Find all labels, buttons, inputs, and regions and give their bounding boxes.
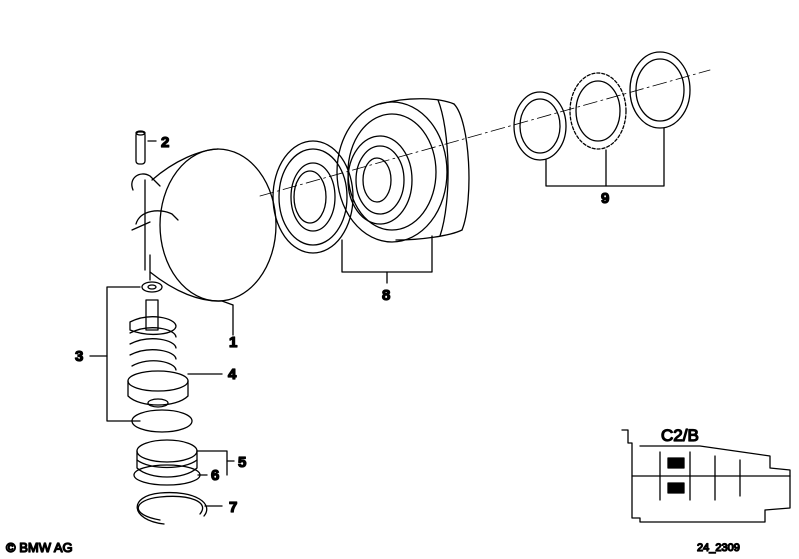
callout-3-bracket: [106, 286, 141, 422]
clutch-drum-part[interactable]: [336, 98, 470, 243]
callout-8: 8: [382, 287, 390, 304]
gearbox-inset-drawing: [621, 429, 791, 523]
brake-band-part[interactable]: [131, 148, 277, 336]
pin-part[interactable]: [135, 130, 157, 165]
callout-2: 2: [161, 134, 169, 151]
needle-bearing-part[interactable]: [569, 72, 627, 150]
callout-5: 5: [238, 454, 246, 471]
callout-7: 7: [229, 499, 237, 516]
callout-1: 1: [229, 334, 237, 351]
callout-5-bracket: [196, 450, 228, 476]
piston-part[interactable]: [136, 439, 198, 478]
callout-6: 6: [211, 467, 219, 484]
callout-4: 4: [228, 366, 237, 383]
center-axis: [259, 69, 711, 197]
bearing-race-part[interactable]: [629, 51, 691, 129]
thrust-washer-part[interactable]: [513, 91, 567, 161]
callout-9-bracket: [545, 127, 665, 187]
snap-ring-part[interactable]: [136, 491, 223, 525]
inset-label: C2/B: [661, 426, 699, 445]
servo-assembly[interactable]: [127, 281, 193, 433]
callout-9: 9: [601, 190, 609, 207]
planetary-set-part[interactable]: [272, 135, 413, 254]
drawing-number: 24_2309: [697, 542, 740, 554]
callout-3: 3: [75, 348, 83, 365]
copyright-text: © BMW AG: [6, 540, 73, 555]
seal-ring-part[interactable]: [133, 464, 208, 486]
